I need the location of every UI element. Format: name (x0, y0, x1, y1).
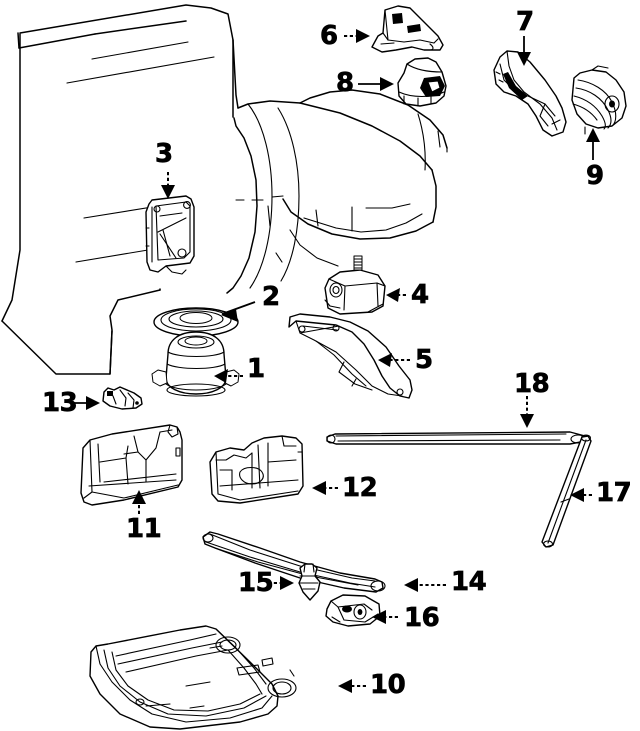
callout-label-9[interactable]: 9 (586, 161, 605, 191)
callout-label-13[interactable]: 13 (42, 388, 78, 418)
part-8-engine-mount-insulator (397, 57, 447, 107)
part-4-transmission-mount (324, 255, 386, 315)
part-9-mount-damper (571, 65, 627, 135)
part-12-splash-shield-right (209, 435, 304, 504)
part-17-support-rod-diagonal (541, 434, 592, 548)
part-10-engine-under-cover (89, 625, 297, 730)
callout-label-10[interactable]: 10 (370, 670, 406, 700)
callout-label-8[interactable]: 8 (336, 68, 355, 98)
callout-label-6[interactable]: 6 (320, 21, 339, 51)
callout-leaders (72, 29, 600, 693)
part-13-mount-clip-bracket (102, 386, 143, 410)
callout-label-14[interactable]: 14 (451, 567, 487, 597)
callout-label-4[interactable]: 4 (411, 280, 430, 310)
callout-label-15[interactable]: 15 (238, 568, 274, 598)
callout-label-7[interactable]: 7 (516, 7, 535, 37)
engine-block-outline (226, 39, 448, 294)
callout-label-1[interactable]: 1 (247, 354, 266, 384)
callout-label-17[interactable]: 17 (596, 478, 632, 508)
callout-label-3[interactable]: 3 (155, 139, 174, 169)
part-3-engine-mount-bracket-left (145, 195, 195, 275)
part-15-brace-bushing (298, 563, 321, 601)
part-5-transmission-crossmember (288, 313, 413, 399)
part-1-engine-mount-rubber (151, 331, 240, 397)
part-16-brace-mount-plate (325, 594, 381, 627)
callout-label-16[interactable]: 16 (404, 603, 440, 633)
part-7-engine-support-bracket (493, 50, 567, 137)
part-18-tie-rod-horizontal (326, 431, 587, 445)
part-11-splash-shield-left (80, 424, 183, 506)
callout-label-11[interactable]: 11 (126, 514, 162, 544)
callout-label-12[interactable]: 12 (342, 473, 378, 503)
callout-label-5[interactable]: 5 (415, 345, 434, 375)
callout-label-2[interactable]: 2 (262, 282, 281, 312)
callout-label-18[interactable]: 18 (514, 369, 550, 399)
part-6-mount-bracket-upper (371, 5, 444, 53)
part-14-front-tie-brace (202, 531, 386, 593)
part-2-mount-washer-plate (153, 307, 239, 337)
